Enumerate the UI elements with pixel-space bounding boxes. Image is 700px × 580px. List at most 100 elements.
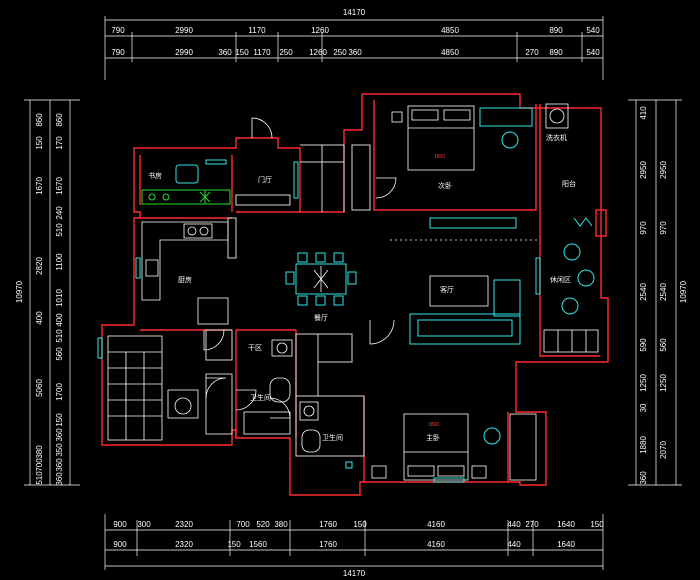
left-sub-2: 170: [55, 136, 64, 150]
top-dim-7: 540: [586, 26, 600, 35]
left-dim-5: 400: [35, 311, 44, 325]
top-sub-12: 890: [549, 48, 563, 57]
study-desk: [141, 189, 231, 205]
dining-chair: [315, 295, 326, 306]
bottom-dim-6: 380: [274, 520, 288, 529]
bottom-dim-4: 700: [236, 520, 250, 529]
top-sub-11: 270: [525, 48, 539, 57]
dining-chair: [333, 295, 344, 306]
top-dim-4: 1260: [311, 26, 329, 35]
top-sub-8: 250: [333, 48, 347, 57]
nightstand: [471, 465, 487, 479]
top-sub-7: 1260: [309, 48, 327, 57]
study-room: 书房: [141, 159, 231, 205]
floor-drain-icon: [345, 461, 353, 469]
top-dim-2: 2990: [175, 26, 193, 35]
plant-icon: [162, 193, 170, 201]
bottom-sub-4: 1560: [249, 540, 267, 549]
lounge-chair: [563, 243, 581, 261]
master-bedroom-label: 主卧: [426, 433, 440, 442]
washing-machine-icon: [545, 103, 569, 129]
right-dim-9: 360: [639, 471, 648, 485]
top-sub-2: 2990: [175, 48, 193, 57]
toilet-icon: [269, 377, 291, 403]
left-dim-1: 860: [35, 113, 44, 127]
left-total-dim: 10970: [15, 280, 24, 303]
exterior-walls: [101, 93, 609, 496]
top-total-dim: 14170: [343, 8, 366, 17]
left-sub-1: 860: [55, 113, 64, 127]
left-sub-8: 400: [55, 313, 64, 327]
right-sub-3: 2540: [659, 283, 668, 301]
left-sub-7: 1010: [55, 289, 64, 307]
sink-icon: [145, 259, 159, 277]
window-icon: [205, 159, 227, 165]
bottom-sub-2: 2320: [175, 540, 193, 549]
left-sub-9: 510: [55, 329, 64, 343]
shoe-cabinet: [293, 161, 299, 199]
balcony: 洗衣机 阳台 休闲区: [543, 103, 607, 353]
dining-label: 餐厅: [314, 313, 328, 322]
bottom-dim-11: 270: [525, 520, 539, 529]
bottom-sub-6: 4160: [427, 540, 445, 549]
storage-cabinet: [107, 335, 163, 441]
nightstand: [371, 465, 387, 479]
second-bedroom-label: 次卧: [438, 181, 452, 190]
bath-area-2: 卫生间: [299, 401, 353, 469]
nightstand: [391, 111, 403, 123]
leisure-label: 休闲区: [550, 275, 571, 284]
bottom-dim-8: 150: [353, 520, 367, 529]
right-sub-4: 560: [659, 338, 668, 352]
side-sofa: [493, 279, 521, 317]
left-sub-12: 150: [55, 413, 64, 427]
top-sub-4: 150: [235, 48, 249, 57]
right-total-dim: 10970: [679, 280, 688, 303]
hall-label: 干区: [248, 344, 262, 352]
bed-size-label: 1800: [434, 154, 445, 160]
wardrobe: [479, 107, 533, 127]
chair-icon: [501, 131, 519, 149]
left-dim-9: 510: [35, 471, 44, 485]
bottom-sub-3: 150: [227, 540, 241, 549]
right-sub-1: 2950: [659, 161, 668, 179]
bath2-label: 卫生间: [322, 433, 343, 442]
left-dim-2: 150: [35, 136, 44, 150]
right-dim-5: 590: [639, 338, 648, 352]
sofa: [409, 313, 521, 345]
study-chair: [175, 164, 199, 184]
study-desk: [167, 389, 199, 419]
living-room: 客厅: [390, 217, 540, 345]
living-label: 客厅: [440, 285, 454, 294]
bottom-dim-1: 900: [113, 520, 127, 529]
bottom-dimension-chain: 900 300 2320 700 520 380 1760 150 4160 4…: [104, 514, 604, 578]
plant-icon: [148, 193, 156, 201]
bottom-dim-5: 520: [256, 520, 270, 529]
bottom-dim-13: 150: [590, 520, 604, 529]
dining-chair: [297, 252, 308, 263]
top-sub-9: 360: [348, 48, 362, 57]
dining-area: 餐厅: [285, 252, 357, 322]
left-dim-3: 1670: [35, 177, 44, 195]
study-label: 书房: [148, 171, 162, 180]
dining-chair: [285, 271, 295, 285]
bottom-dim-9: 4160: [427, 520, 445, 529]
top-sub-13: 540: [586, 48, 600, 57]
bottom-sub-1: 900: [113, 540, 127, 549]
top-dim-1: 790: [111, 26, 125, 35]
bed-icon: [407, 105, 475, 171]
balcony-label: 阳台: [562, 179, 576, 188]
coffee-table: [429, 275, 489, 307]
entrance-hall: 门厅: [258, 161, 299, 199]
bottom-sub-8: 1640: [557, 540, 575, 549]
lounge-chair: [561, 297, 579, 315]
dining-chair: [315, 252, 326, 263]
left-sub-4: 240: [55, 206, 64, 220]
kitchen-counter: [141, 221, 229, 301]
left-dim-4: 2820: [35, 257, 44, 275]
lounge-chair: [577, 269, 595, 287]
top-sub-1: 790: [111, 48, 125, 57]
toilet-icon: [301, 429, 321, 453]
right-sub-5: 1250: [659, 374, 668, 392]
left-sub-5: 510: [55, 223, 64, 237]
